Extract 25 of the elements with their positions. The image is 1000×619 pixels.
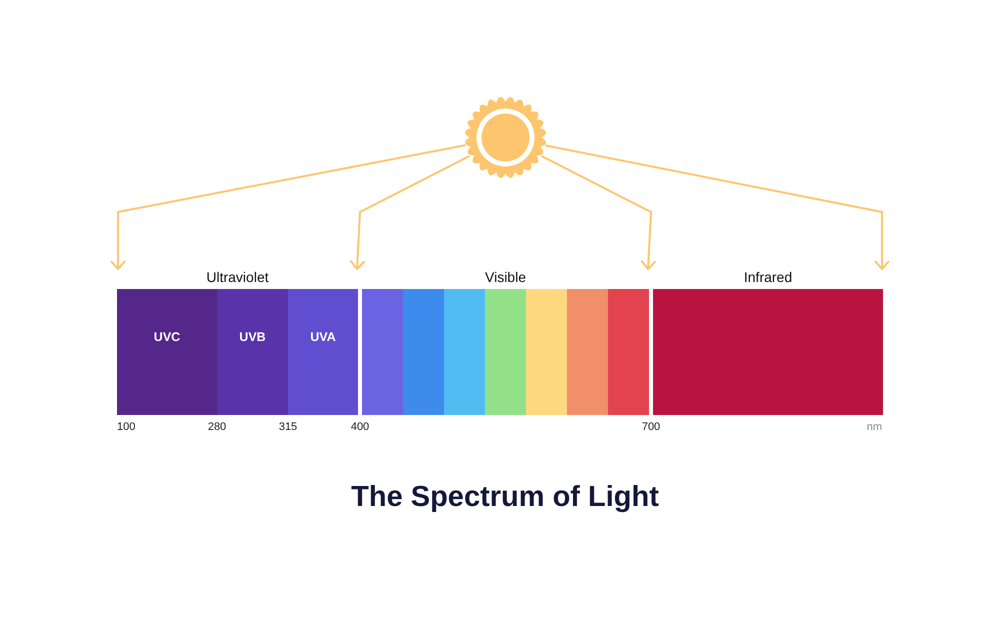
spectrum-segment <box>567 289 608 415</box>
spectrum-segment <box>403 289 444 415</box>
spectrum-segment: UVC <box>117 289 217 415</box>
arrow <box>349 155 470 270</box>
spectrum-segment <box>608 289 649 415</box>
tick-label: 100 <box>117 421 136 433</box>
spectrum-segment: UVA <box>288 289 358 415</box>
tick-label: 315 <box>278 421 298 433</box>
unit-label: nm <box>866 421 882 433</box>
tick-label: 400 <box>350 421 370 433</box>
band-heading: Ultraviolet <box>206 269 269 285</box>
spectrum-segment: UVB <box>217 289 288 415</box>
spectrum-segment <box>526 289 567 415</box>
title: The Spectrum of Light <box>351 481 659 514</box>
arrow <box>541 155 656 270</box>
arrow <box>110 144 466 270</box>
tick-label: 700 <box>642 421 660 433</box>
sun-icon <box>464 96 547 179</box>
spectrum-segment <box>444 289 485 415</box>
tick-label: 280 <box>208 421 226 433</box>
arrow <box>545 144 890 270</box>
spectrum-segment <box>485 289 526 415</box>
spectrum-segment <box>362 289 403 415</box>
band-heading: Visible <box>485 269 526 285</box>
band-heading: Infrared <box>744 269 792 285</box>
